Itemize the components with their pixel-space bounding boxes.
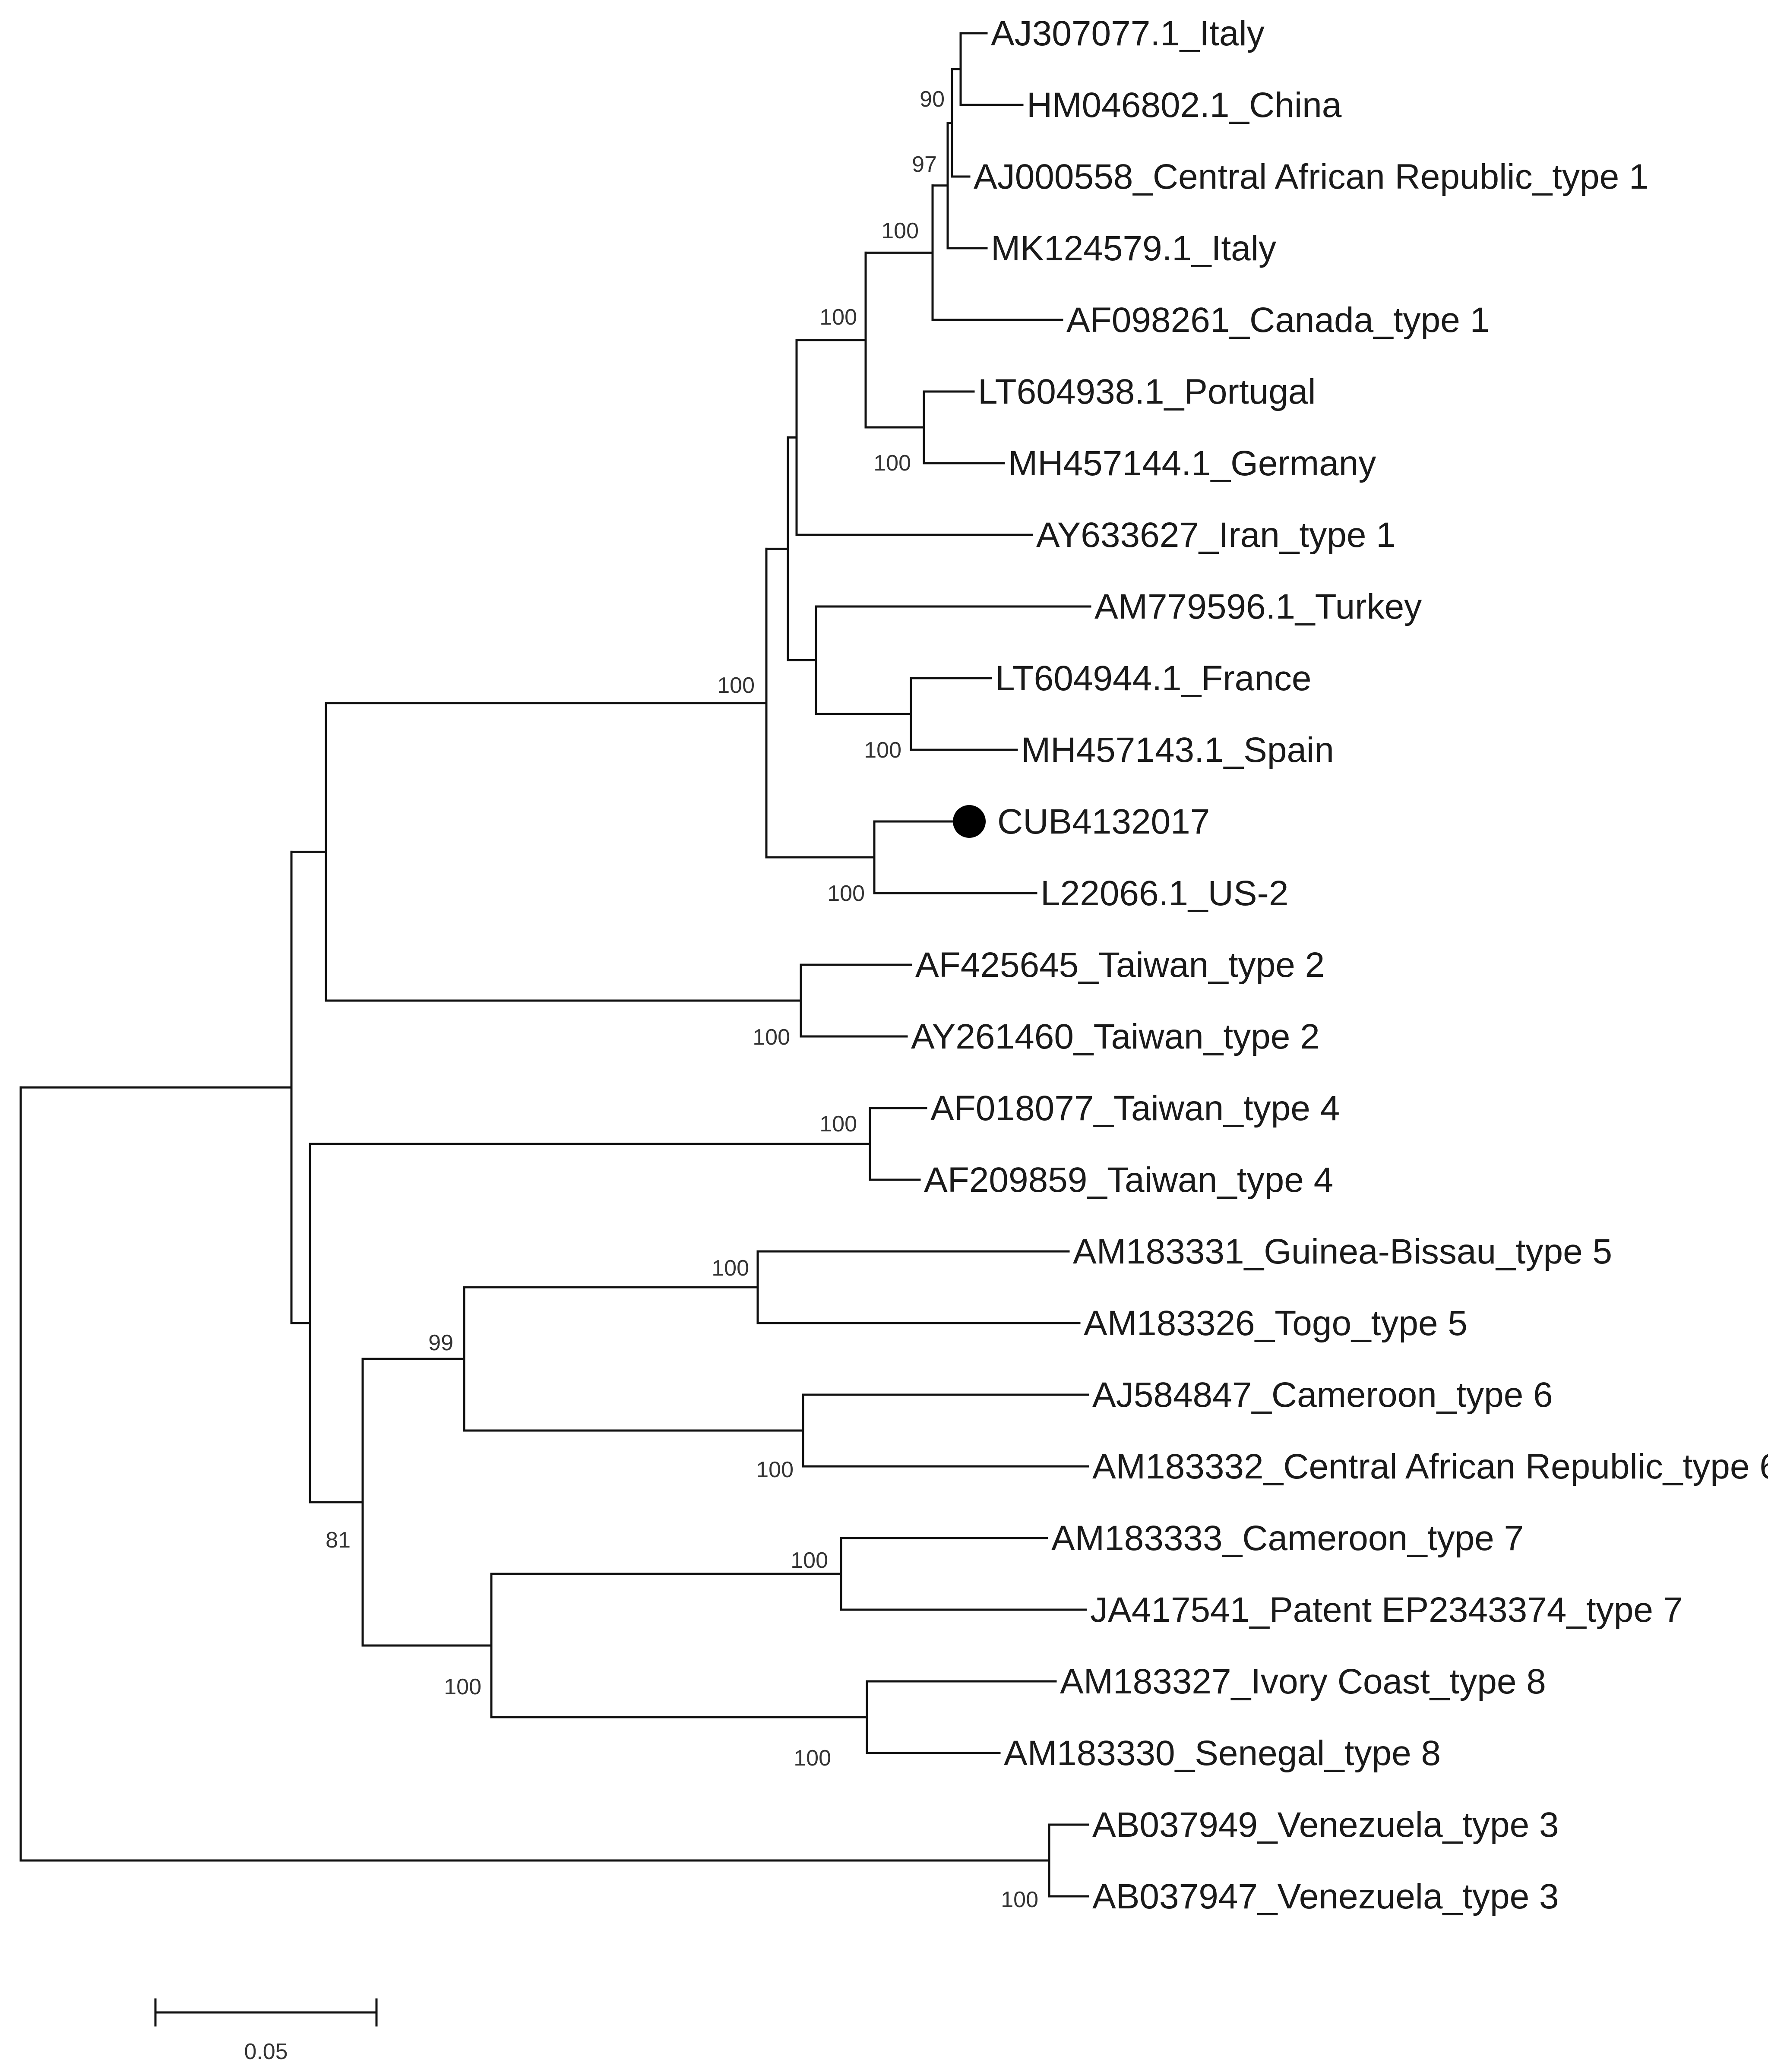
bootstrap-value: 100: [819, 1112, 857, 1137]
bootstrap-value: 100: [864, 738, 901, 763]
leaf-labels: AJ307077.1_Italy HM046802.1_China AJ0005…: [911, 14, 1768, 1916]
leaf-label: AM183326_Togo_type 5: [1084, 1304, 1468, 1343]
study-isolate-marker: [953, 805, 986, 838]
leaf-label: LT604944.1_France: [995, 659, 1311, 698]
leaf-label: AB037949_Venezuela_type 3: [1092, 1805, 1559, 1845]
leaf-label: AM183327_Ivory Coast_type 8: [1060, 1662, 1546, 1701]
scale-bar-label: 0.05: [244, 2039, 288, 2064]
tree-branches: [19, 32, 1091, 1898]
bootstrap-value: 100: [1001, 1887, 1038, 1912]
leaf-label: L22066.1_US-2: [1041, 874, 1288, 913]
bootstrap-value: 100: [756, 1457, 794, 1482]
leaf-label: MH457143.1_Spain: [1021, 730, 1334, 770]
leaf-label: AF098261_Canada_type 1: [1066, 300, 1490, 340]
leaf-label: AJ584847_Cameroon_type 6: [1092, 1375, 1553, 1415]
bootstrap-value: 100: [791, 1548, 828, 1573]
leaf-label: AM779596.1_Turkey: [1094, 587, 1422, 626]
leaf-label: AJ307077.1_Italy: [991, 14, 1265, 53]
leaf-label: AY261460_Taiwan_type 2: [911, 1017, 1320, 1056]
bootstrap-value: 90: [920, 87, 945, 112]
leaf-label: AY633627_Iran_type 1: [1036, 515, 1396, 555]
bootstrap-value: 97: [912, 152, 937, 177]
bootstrap-value: 100: [881, 218, 919, 243]
leaf-label: JA417541_Patent EP2343374_type 7: [1090, 1590, 1683, 1630]
bootstrap-value: 100: [794, 1746, 831, 1771]
leaf-label: MK124579.1_Italy: [991, 229, 1276, 268]
leaf-label: AM183330_Senegal_type 8: [1004, 1734, 1441, 1773]
leaf-label: AB037947_Venezuela_type 3: [1092, 1877, 1559, 1916]
leaf-label: AF018077_Taiwan_type 4: [930, 1089, 1340, 1128]
bootstrap-value: 100: [873, 451, 911, 476]
leaf-label: AJ000558_Central African Republic_type 1: [974, 157, 1649, 196]
bootstrap-value: 100: [827, 881, 865, 906]
leaf-label: AF425645_Taiwan_type 2: [915, 945, 1325, 985]
bootstrap-value: 100: [444, 1674, 481, 1699]
leaf-label: AF209859_Taiwan_type 4: [924, 1160, 1333, 1200]
bootstrap-value: 100: [819, 305, 857, 330]
bootstrap-value: 100: [717, 673, 755, 698]
bootstrap-value: 99: [428, 1330, 453, 1355]
leaf-label: MH457144.1_Germany: [1008, 444, 1376, 483]
scale-bar: 0.05: [154, 1998, 378, 2064]
bootstrap-values: 90 97 100 100 100 100 100 100 100 100 10…: [326, 87, 1038, 1912]
leaf-label: AM183332_Central African Republic_type 6: [1092, 1447, 1768, 1486]
bootstrap-value: 100: [753, 1025, 790, 1050]
leaf-label: LT604938.1_Portugal: [978, 372, 1316, 411]
leaf-label: AM183333_Cameroon_type 7: [1051, 1519, 1524, 1558]
bootstrap-value: 100: [712, 1256, 749, 1281]
leaf-label: CUB4132017: [997, 802, 1210, 841]
leaf-label: AM183331_Guinea-Bissau_type 5: [1073, 1232, 1612, 1271]
bootstrap-value: 81: [326, 1528, 351, 1553]
leaf-label: HM046802.1_China: [1027, 85, 1342, 125]
